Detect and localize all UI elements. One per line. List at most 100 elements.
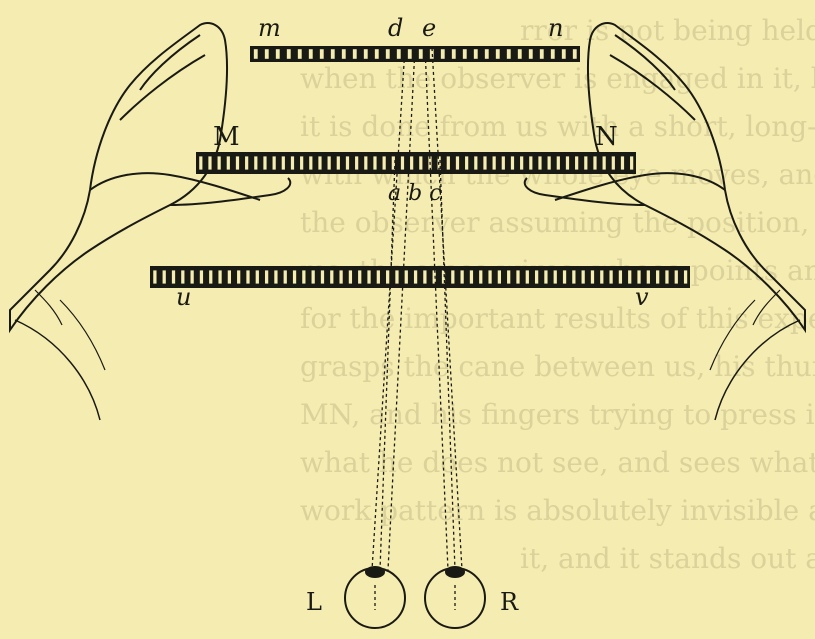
strip-tick — [582, 270, 585, 283]
strip-tick — [386, 270, 389, 283]
strip-tick — [603, 156, 606, 169]
strip-tick — [291, 156, 294, 169]
strip-tick — [520, 156, 523, 169]
strip-tick — [575, 156, 578, 169]
strip-tick — [328, 156, 331, 169]
strip-tick — [502, 156, 505, 169]
strip-tick — [628, 270, 631, 283]
strip-tick — [298, 49, 302, 59]
strip-tick — [373, 156, 376, 169]
strip-tick — [375, 49, 379, 59]
strip-tick — [276, 49, 280, 59]
strip-tick — [593, 156, 596, 169]
strip-tick — [451, 270, 454, 283]
strip-tick — [465, 156, 468, 169]
strip-tick — [254, 156, 257, 169]
bleed-line: MN, and his fingers trying to press it t… — [300, 398, 815, 431]
strip-tick — [302, 270, 305, 283]
strip-tick — [346, 156, 349, 169]
strip-tick — [470, 270, 473, 283]
strip-tick — [419, 156, 422, 169]
strip-tick — [591, 270, 594, 283]
strip-tick — [199, 156, 202, 169]
label-m: m — [258, 14, 281, 42]
strip-tick — [572, 270, 575, 283]
strip-tick — [274, 270, 277, 283]
strip-tick — [218, 156, 221, 169]
strip-tick — [331, 49, 335, 59]
bleed-line: what he does not see, and sees what he d… — [300, 446, 815, 479]
strip-tick — [447, 156, 450, 169]
label-u: u — [176, 283, 191, 311]
strip-tick — [353, 49, 357, 59]
strip-tick — [554, 270, 557, 283]
strip-tick — [600, 270, 603, 283]
bleed-line: the observer assuming the position, he d… — [300, 206, 815, 239]
strip-tick — [318, 156, 321, 169]
strip-tick — [485, 49, 489, 59]
strip-tick — [630, 156, 633, 169]
strip-tick — [410, 156, 413, 169]
left-eye — [345, 567, 405, 628]
strip-tick — [423, 270, 426, 283]
strip-tick — [309, 156, 312, 169]
strip-tick — [312, 270, 315, 283]
strip-tick — [364, 49, 368, 59]
strip-tick — [584, 156, 587, 169]
strip-tick — [401, 156, 404, 169]
strip-tick — [200, 270, 203, 283]
strip-tick — [287, 49, 291, 59]
label-N: N — [595, 122, 618, 152]
label-L: L — [306, 588, 322, 616]
strip-tick — [665, 270, 668, 283]
bottom-lattice-strip — [150, 266, 690, 288]
strip-tick — [621, 156, 624, 169]
strip-tick — [321, 270, 324, 283]
label-n: n — [548, 14, 563, 42]
strip-tick — [293, 270, 296, 283]
label-v: v — [635, 283, 649, 311]
strip-frame — [196, 152, 636, 174]
strip-tick — [562, 49, 566, 59]
strip-tick — [540, 49, 544, 59]
strip-tick — [566, 156, 569, 169]
strip-tick — [364, 156, 367, 169]
strip-tick — [237, 270, 240, 283]
strip-tick — [488, 270, 491, 283]
strip-tick — [218, 270, 221, 283]
strip-tick — [172, 270, 175, 283]
strip-tick — [551, 49, 555, 59]
strip-tick — [265, 49, 269, 59]
strip-tick — [337, 156, 340, 169]
strip-tick — [493, 156, 496, 169]
bleed-through-text: rror is not being held in its place, the… — [300, 14, 815, 575]
strip-tick — [684, 270, 687, 283]
strip-tick — [529, 49, 533, 59]
strip-tick — [309, 49, 313, 59]
strip-tick — [544, 270, 547, 283]
label-M: M — [213, 122, 240, 152]
strip-tick — [441, 49, 445, 59]
strip-tick — [647, 270, 650, 283]
strip-tick — [349, 270, 352, 283]
strip-tick — [516, 270, 519, 283]
strip-tick — [498, 270, 501, 283]
strip-tick — [228, 270, 231, 283]
right-eye — [425, 567, 485, 628]
strip-tick — [548, 156, 551, 169]
strip-tick — [282, 156, 285, 169]
strip-tick — [320, 49, 324, 59]
strip-tick — [153, 270, 156, 283]
strip-tick — [507, 49, 511, 59]
bleed-line: rror is not being held in its place, the… — [520, 14, 815, 47]
strip-tick — [342, 49, 346, 59]
strip-tick — [557, 156, 560, 169]
strip-tick — [474, 156, 477, 169]
strip-tick — [619, 270, 622, 283]
strip-tick — [330, 270, 333, 283]
strip-tick — [254, 49, 258, 59]
strip-tick — [265, 270, 268, 283]
strip-tick — [358, 270, 361, 283]
strip-tick — [246, 270, 249, 283]
